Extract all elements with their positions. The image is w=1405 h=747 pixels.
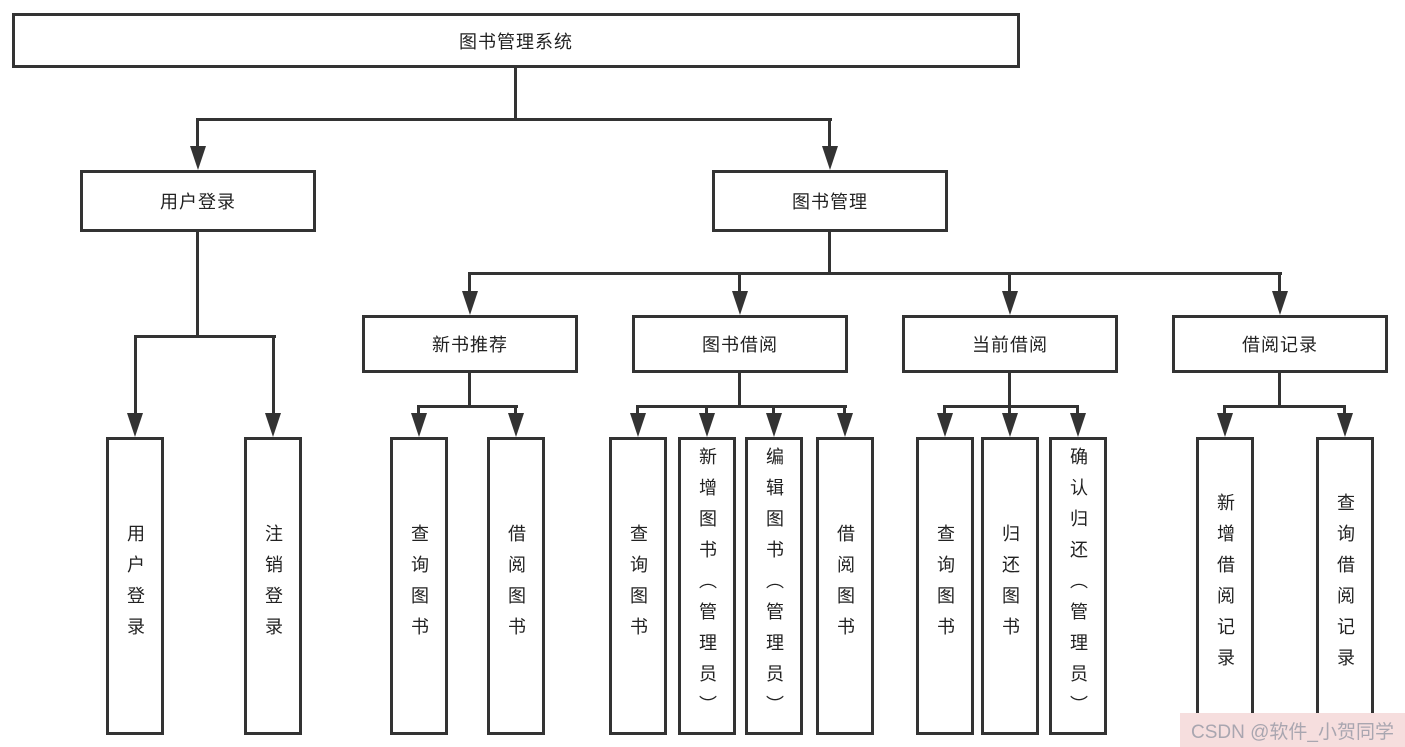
node-leaf-bb-add-label: 新增图书（管理员） <box>697 446 717 726</box>
connector-arrow-down <box>265 413 281 437</box>
node-leaf-bb-borrow-label: 借阅图书 <box>835 524 855 648</box>
connector-userlogin-bar <box>134 335 276 338</box>
watermark: CSDN @软件_小贺同学 <box>1180 713 1405 747</box>
connector-root-stem <box>514 68 517 120</box>
connector-l1-drop-left <box>196 121 199 148</box>
node-leaf-cb-confirm: 确认归还（管理员） <box>1049 437 1107 735</box>
node-leaf-bb-edit: 编辑图书（管理员） <box>745 437 803 735</box>
node-leaf-bb-search-label: 查询图书 <box>628 524 648 648</box>
connector-bb-drop <box>705 408 708 416</box>
connector-bb-drop <box>772 408 775 416</box>
connector-bb-bar <box>636 405 847 408</box>
connector-arrow-down <box>1002 291 1018 315</box>
connector-l1-drop-right <box>828 121 831 148</box>
connector-userlogin-drop <box>134 338 137 415</box>
connector-userlogin-stem <box>196 232 199 338</box>
connector-arrow-down <box>766 413 782 437</box>
connector-arrow-down <box>937 413 953 437</box>
node-leaf-nb-search: 查询图书 <box>390 437 448 735</box>
watermark-text: CSDN @软件_小贺同学 <box>1191 721 1394 743</box>
node-new-book-rec: 新书推荐 <box>362 315 578 373</box>
node-leaf-user-login: 用户登录 <box>106 437 164 735</box>
connector-l1-bar <box>196 118 832 121</box>
node-leaf-bb-borrow: 借阅图书 <box>816 437 874 735</box>
connector-arrow-down <box>732 291 748 315</box>
connector-cb-stem <box>1008 373 1011 407</box>
connector-bb-drop <box>843 408 846 416</box>
node-new-book-rec-label: 新书推荐 <box>432 335 508 355</box>
node-leaf-cb-search: 查询图书 <box>916 437 974 735</box>
node-root: 图书管理系统 <box>12 13 1020 68</box>
connector-arrow-down <box>190 146 206 170</box>
node-leaf-br-add-label: 新增借阅记录 <box>1215 493 1235 679</box>
node-leaf-bb-search: 查询图书 <box>609 437 667 735</box>
node-leaf-cb-return-label: 归还图书 <box>1000 524 1020 648</box>
connector-nb-drop <box>514 408 517 416</box>
connector-br-stem <box>1278 373 1281 407</box>
node-current-borrow: 当前借阅 <box>902 315 1118 373</box>
connector-cb-drop <box>1076 408 1079 416</box>
connector-bb-stem <box>738 373 741 407</box>
node-root-label: 图书管理系统 <box>459 31 573 52</box>
connector-nb-stem <box>468 373 471 407</box>
connector-l2-drop <box>738 275 741 293</box>
node-leaf-br-search-label: 查询借阅记录 <box>1335 493 1355 679</box>
connector-nb-drop <box>417 408 420 416</box>
connector-arrow-down <box>411 413 427 437</box>
connector-arrow-down <box>1217 413 1233 437</box>
connector-userlogin-drop <box>272 338 275 415</box>
connector-cb-drop <box>943 408 946 416</box>
node-book-mgmt: 图书管理 <box>712 170 948 232</box>
connector-arrow-down <box>127 413 143 437</box>
connector-arrow-down <box>1070 413 1086 437</box>
connector-arrow-down <box>1272 291 1288 315</box>
node-leaf-br-search: 查询借阅记录 <box>1316 437 1374 735</box>
node-leaf-br-add: 新增借阅记录 <box>1196 437 1254 735</box>
connector-br-bar <box>1223 405 1346 408</box>
connector-arrow-down <box>508 413 524 437</box>
connector-l2-bar <box>468 272 1282 275</box>
node-book-borrow: 图书借阅 <box>632 315 848 373</box>
connector-bookmgmt-stem <box>828 232 831 275</box>
node-leaf-logout: 注销登录 <box>244 437 302 735</box>
node-leaf-bb-add: 新增图书（管理员） <box>678 437 736 735</box>
node-leaf-logout-label: 注销登录 <box>263 524 283 648</box>
node-user-login-label: 用户登录 <box>160 192 236 212</box>
node-leaf-user-login-label: 用户登录 <box>125 524 145 648</box>
connector-arrow-down <box>1337 413 1353 437</box>
connector-bb-drop <box>636 408 639 416</box>
node-user-login: 用户登录 <box>80 170 316 232</box>
connector-l2-drop <box>1008 275 1011 293</box>
node-leaf-nb-borrow-label: 借阅图书 <box>506 524 526 648</box>
connector-br-drop <box>1343 408 1346 416</box>
connector-nb-bar <box>417 405 518 408</box>
connector-arrow-down <box>1002 413 1018 437</box>
node-leaf-cb-confirm-label: 确认归还（管理员） <box>1068 446 1088 726</box>
connector-br-drop <box>1223 408 1226 416</box>
connector-l2-drop <box>468 275 471 293</box>
connector-cb-drop <box>1008 408 1011 416</box>
node-current-borrow-label: 当前借阅 <box>972 335 1048 355</box>
connector-arrow-down <box>837 413 853 437</box>
node-leaf-cb-return: 归还图书 <box>981 437 1039 735</box>
connector-arrow-down <box>462 291 478 315</box>
node-leaf-cb-search-label: 查询图书 <box>935 524 955 648</box>
node-borrow-records-label: 借阅记录 <box>1242 335 1318 355</box>
connector-arrow-down <box>822 146 838 170</box>
node-borrow-records: 借阅记录 <box>1172 315 1388 373</box>
node-leaf-nb-borrow: 借阅图书 <box>487 437 545 735</box>
node-leaf-nb-search-label: 查询图书 <box>409 524 429 648</box>
connector-arrow-down <box>699 413 715 437</box>
connector-cb-bar <box>943 405 1079 408</box>
connector-arrow-down <box>630 413 646 437</box>
node-book-mgmt-label: 图书管理 <box>792 192 868 212</box>
node-book-borrow-label: 图书借阅 <box>702 335 778 355</box>
connector-l2-drop <box>1278 275 1281 293</box>
node-leaf-bb-edit-label: 编辑图书（管理员） <box>764 446 784 726</box>
